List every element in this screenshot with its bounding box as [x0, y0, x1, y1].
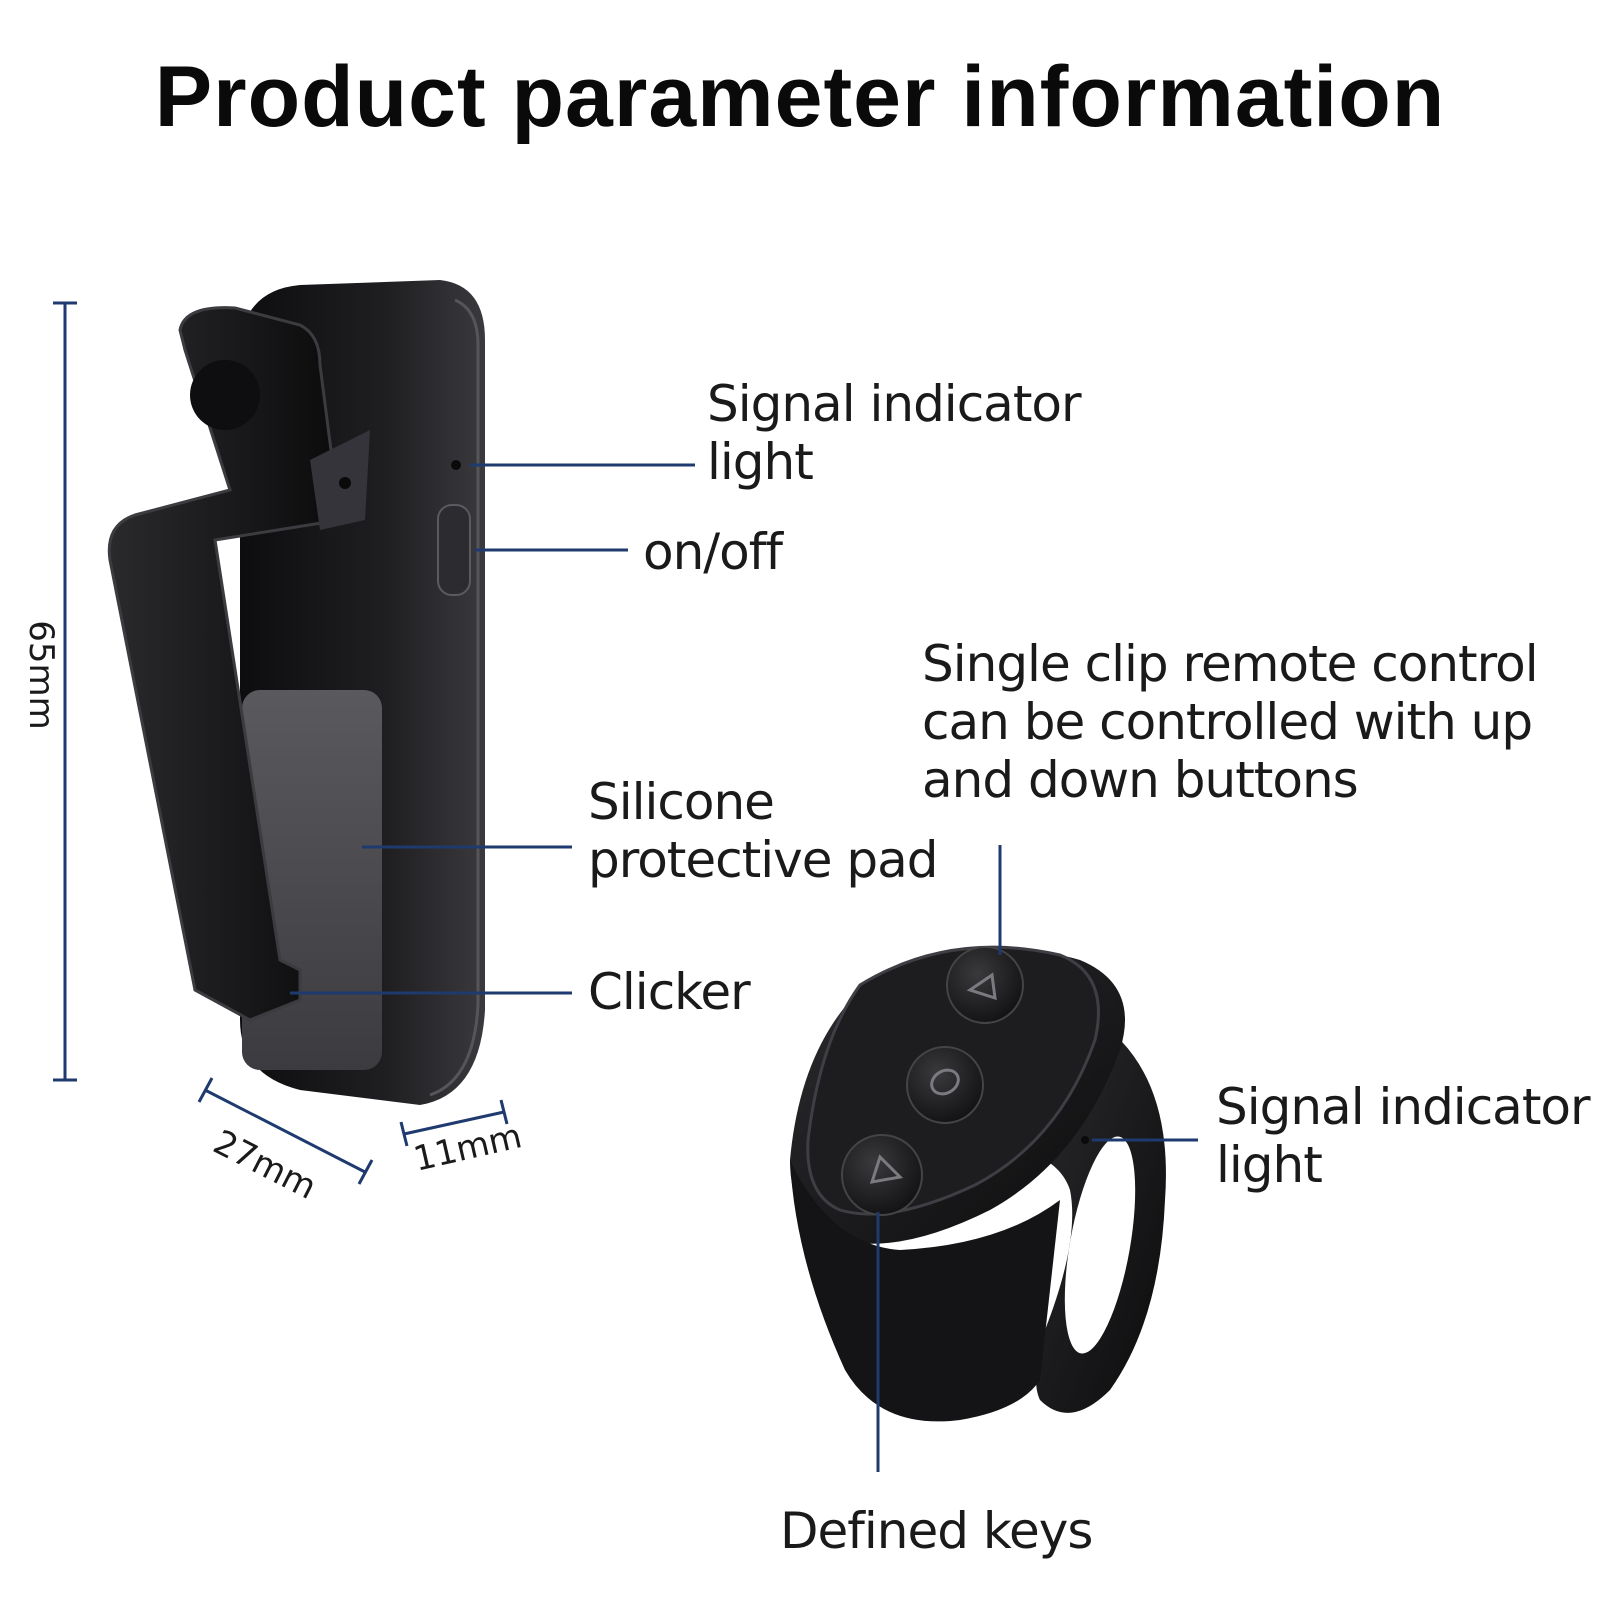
- width-dimension: [197, 1077, 374, 1185]
- play-arrow-icon: [869, 1154, 904, 1184]
- clip-indicator-dot: [451, 460, 461, 470]
- clip-remote: [107, 280, 485, 1105]
- up-button: [946, 946, 1024, 1024]
- ring-indicator-dot: [1081, 1136, 1089, 1144]
- depth-dimension: [399, 1099, 509, 1147]
- clicker-label: Clicker: [588, 963, 751, 1021]
- ring-remote: [790, 945, 1166, 1422]
- single-clip-label: Single clip remote control can be contro…: [922, 635, 1539, 809]
- ring-signal-light-label: Signal indicator light: [1216, 1078, 1591, 1194]
- clip-arm: [107, 306, 342, 1022]
- down-button: [841, 1134, 923, 1216]
- clip-signal-light-label: Signal indicator light: [707, 375, 1082, 491]
- defined-keys-label: Defined keys: [780, 1502, 1093, 1560]
- circle-button-icon: [930, 1068, 960, 1096]
- middle-button: [906, 1046, 984, 1124]
- height-dimension: [53, 301, 77, 1082]
- up-arrow-icon: [966, 972, 997, 1001]
- page-title: Product parameter information: [154, 49, 1446, 145]
- silicone-pad-label: Silicone protective pad: [588, 773, 939, 889]
- on-off-label: on/off: [643, 523, 783, 581]
- on-off-button: [437, 504, 471, 596]
- height-dimension-label: 65mm: [20, 620, 61, 730]
